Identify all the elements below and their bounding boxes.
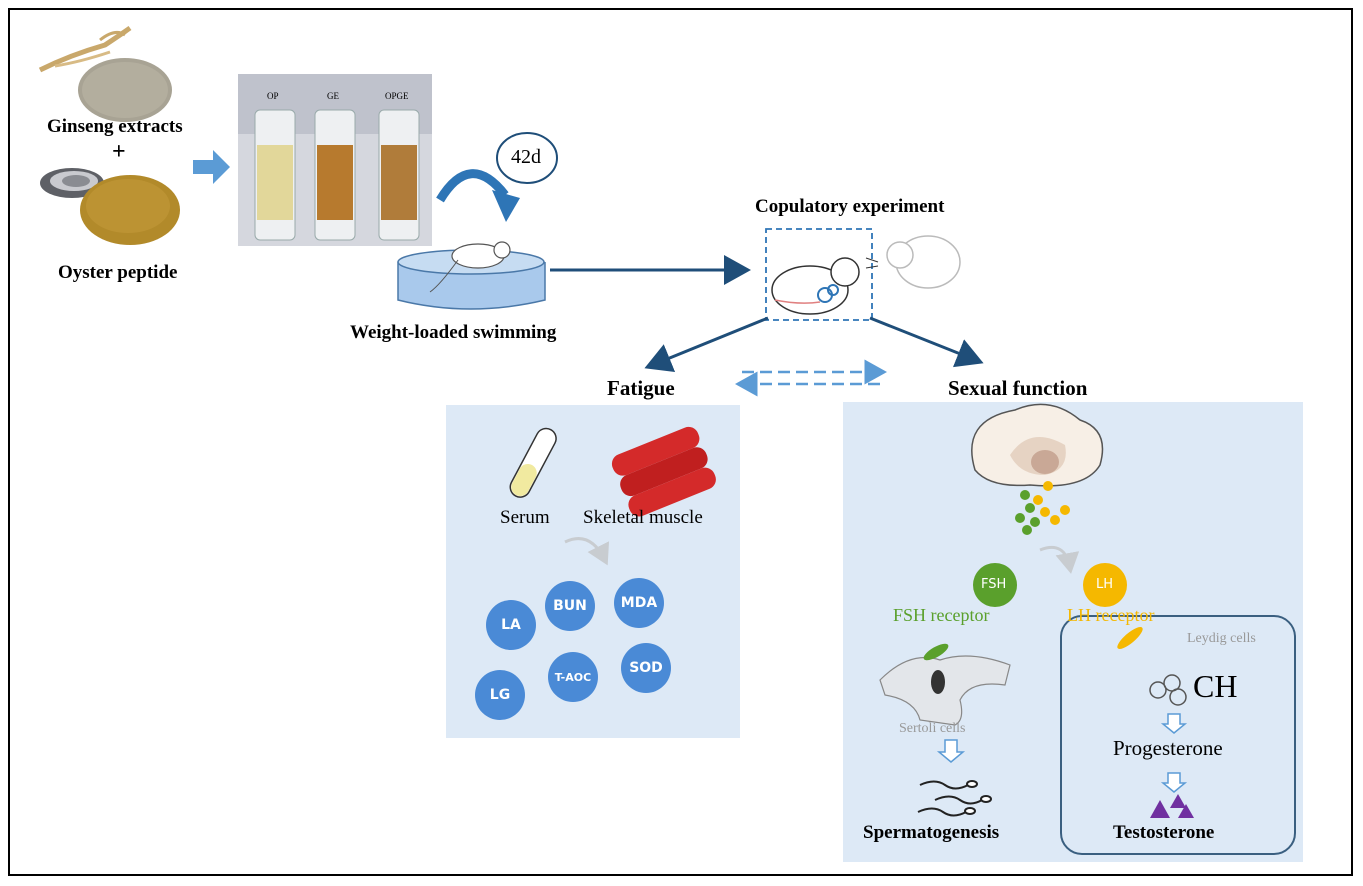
fatigue-curved-arrow-icon	[564, 537, 610, 566]
marker-mda: MDA	[614, 578, 664, 628]
oyster-peptide-label: Oyster peptide	[58, 262, 178, 283]
leydig-cells-label: Leydig cells	[1187, 631, 1256, 646]
marker-lg: LG	[475, 670, 525, 720]
ch-down-arrow-icon	[1160, 713, 1188, 734]
curved-arrow-icon	[436, 169, 509, 203]
testosterone-label: Testosterone	[1113, 822, 1215, 843]
sertoli-down-arrow-icon	[936, 739, 966, 763]
duration-label: 42d	[511, 146, 541, 168]
rat-pair-icon	[771, 235, 961, 315]
fsh-circle	[973, 563, 1017, 607]
cholesterol-icon	[1149, 674, 1187, 706]
plus-sign: +	[112, 139, 126, 165]
oyster-icon	[40, 168, 104, 198]
sertoli-cell-icon	[879, 643, 1011, 726]
lh-receptor-label: LH receptor	[1067, 605, 1155, 625]
ginseng-root-icon	[38, 25, 132, 73]
skeletal-muscle-icon	[611, 426, 716, 517]
spermatogenesis-label: Spermatogenesis	[863, 822, 1000, 843]
skeletal-muscle-label: Skeletal muscle	[583, 507, 703, 528]
hormone-dots-icon	[1015, 481, 1070, 535]
brain-icon	[971, 403, 1104, 487]
sexual-curved-arrow-icon	[1039, 545, 1080, 574]
vial-label-opge: OPGE	[385, 91, 409, 101]
copulatory-dashed-box	[765, 228, 873, 321]
copulatory-label: Copulatory experiment	[755, 196, 945, 217]
leydig-cell-box	[1060, 615, 1296, 855]
marker-la: LA	[486, 600, 536, 650]
duration-bubble	[496, 132, 558, 184]
progesterone-label: Progesterone	[1113, 736, 1223, 760]
figure-frame	[8, 8, 1353, 876]
vial-label-ge: GE	[327, 91, 339, 101]
serum-tube-icon	[509, 427, 557, 498]
sexual-function-title: Sexual function	[948, 376, 1088, 400]
marker-t-aoc: T-AOC	[548, 652, 598, 702]
swimming-tank-icon	[397, 241, 546, 310]
input-arrow-icon	[193, 150, 230, 184]
lh-circle	[1083, 563, 1127, 607]
arrow-to-fatigue	[644, 316, 769, 372]
swimming-label: Weight-loaded swimming	[350, 322, 557, 343]
vial-label-op: OP	[267, 91, 279, 101]
fsh-label: FSH	[981, 577, 1007, 592]
fatigue-title: Fatigue	[607, 376, 675, 400]
fsh-receptor-label: FSH receptor	[893, 605, 990, 625]
ch-label: CH	[1193, 668, 1238, 704]
marker-sod: SOD	[621, 643, 671, 693]
lh-receptor-icon	[1117, 627, 1143, 649]
sperm-icon	[917, 780, 992, 817]
testosterone-icon	[1150, 794, 1194, 818]
prog-down-arrow-icon	[1160, 772, 1188, 793]
lh-label: LH	[1096, 577, 1114, 592]
serum-label: Serum	[500, 507, 550, 528]
sertoli-cells-label: Sertoli cells	[899, 721, 966, 736]
ginseng-extracts-label: Ginseng extracts	[47, 116, 183, 137]
marker-bun: BUN	[545, 581, 595, 631]
arrow-to-sexual	[869, 316, 984, 368]
